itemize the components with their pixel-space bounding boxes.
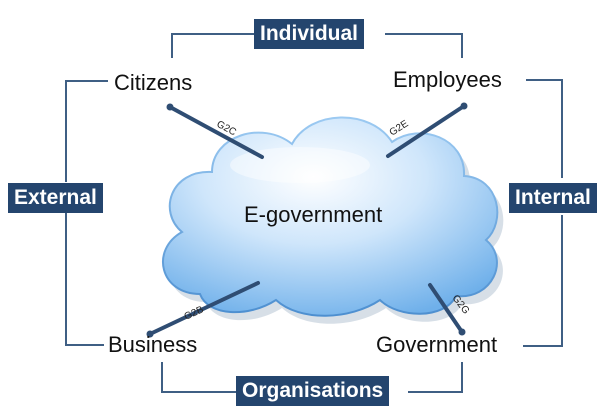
frame-line-external-top [65, 80, 108, 182]
endpoint-government [458, 328, 466, 336]
connector-g2e [386, 104, 466, 158]
frame-line-individual-right [385, 33, 463, 58]
connector-g2c [168, 105, 264, 159]
frame-line-internal-top [526, 79, 563, 178]
group-badge-internal: Internal [509, 183, 597, 213]
frame-lines [65, 33, 563, 393]
frame-line-individual-left [171, 33, 262, 58]
connectors [148, 104, 466, 336]
frame-line-organisations-right [408, 362, 463, 393]
group-badge-individual: Individual [254, 19, 365, 49]
endpoint-citizens [166, 103, 174, 111]
center-label: E-government [244, 202, 383, 227]
relation-label-g2b: G2B [183, 304, 206, 323]
frame-line-external-bottom [65, 212, 104, 346]
connector-g2g [428, 283, 464, 334]
cloud-shape [162, 116, 499, 317]
group-badge-external: External [8, 183, 103, 213]
frame-line-organisations-left [161, 362, 240, 393]
node-label-employees: Employees [393, 67, 502, 92]
node-label-business: Business [108, 332, 198, 357]
group-badge-organisations: Organisations [236, 376, 390, 406]
frame-line-internal-bottom [523, 215, 563, 347]
connector-g2b [148, 281, 260, 336]
cloud-highlight [230, 147, 370, 183]
endpoint-employees [460, 102, 468, 110]
connector-endpoints [146, 102, 468, 338]
node-label-government: Government [376, 332, 498, 357]
node-label-citizens: Citizens [114, 70, 193, 95]
endpoint-business [146, 330, 154, 338]
